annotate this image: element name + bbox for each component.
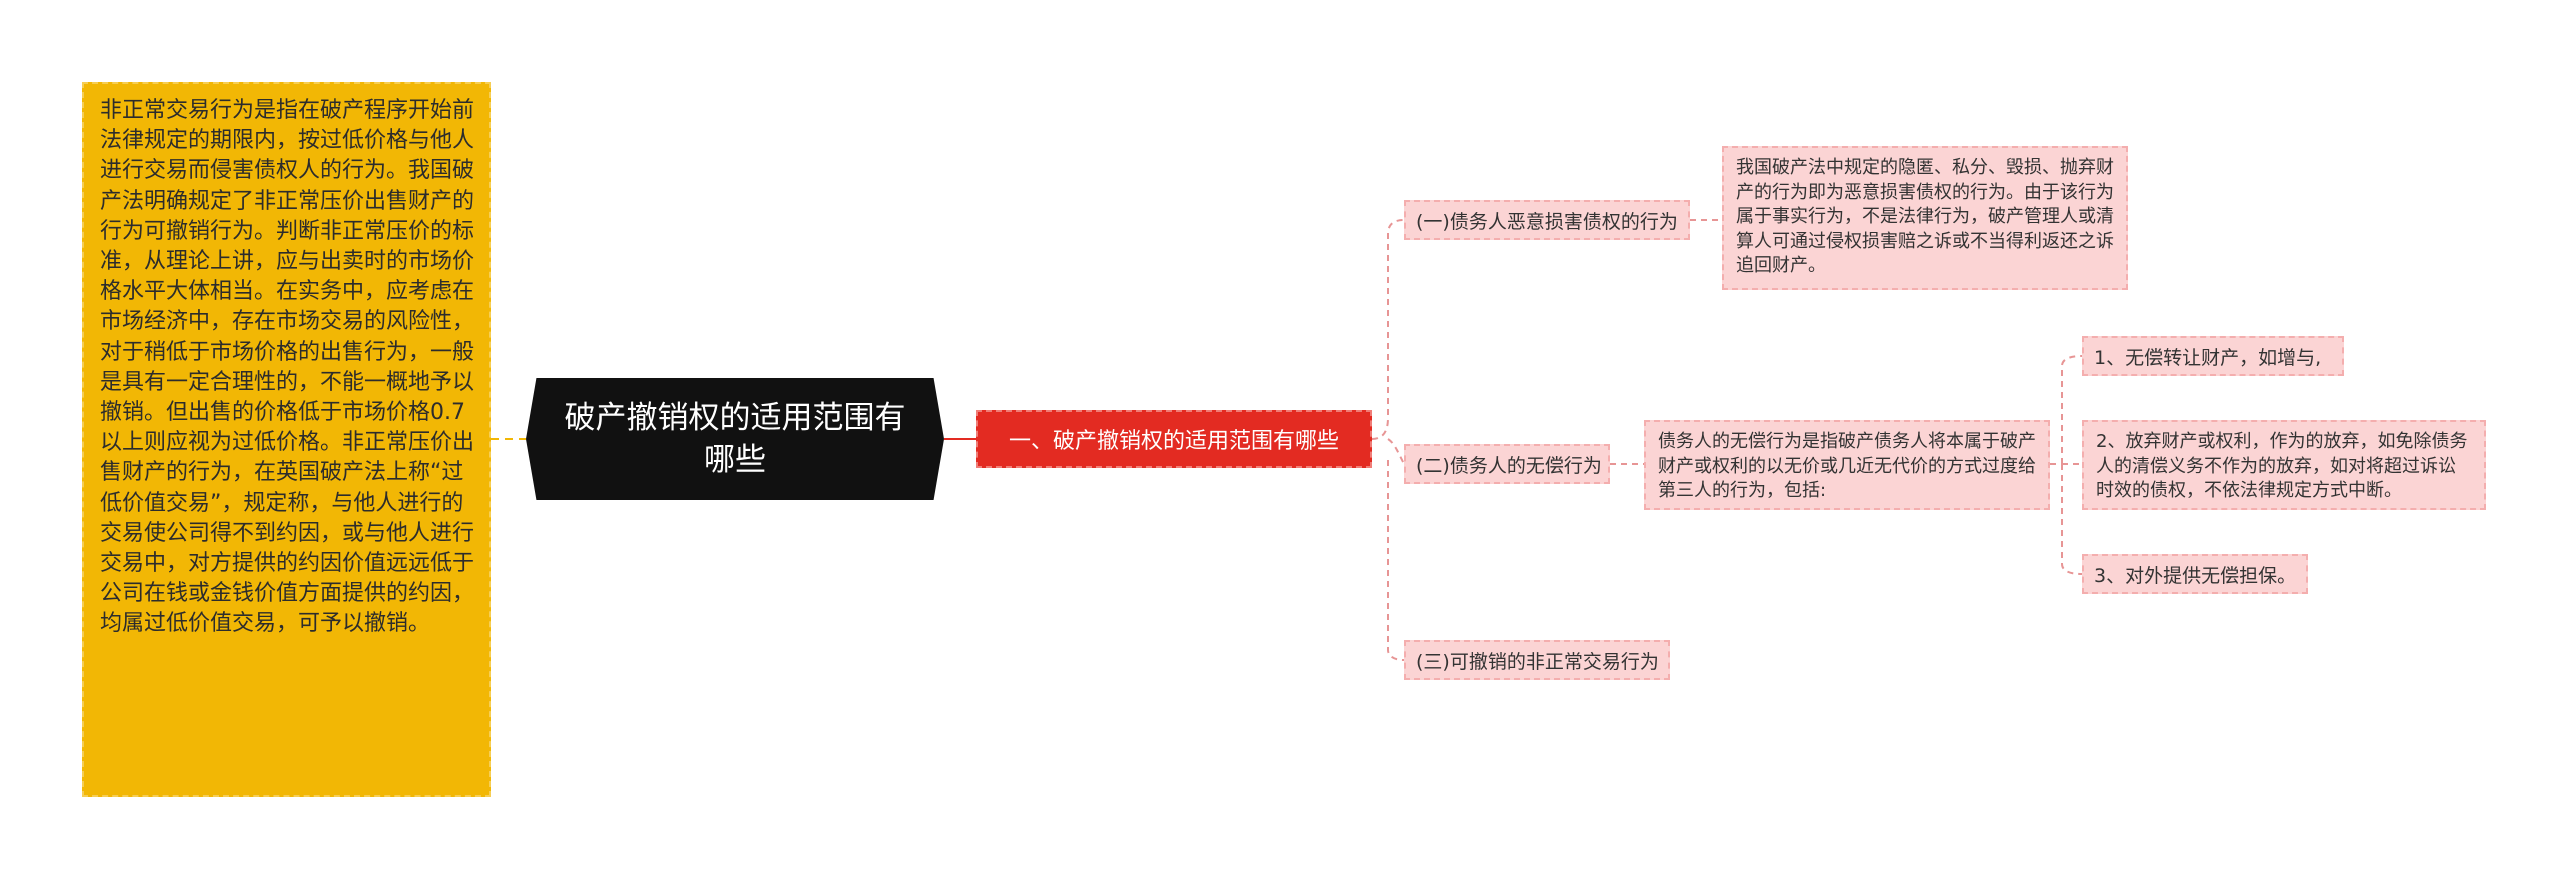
connector-topic-trunk [1371,219,1405,661]
connector-detail-to-items [2050,355,2083,575]
topic-label: 一、破产撤销权的适用范围有哪些 [1008,429,1339,454]
root-node[interactable]: 破产撤销权的适用范围有哪些 [526,378,944,500]
list-item-waiver[interactable]: 2、放弃财产或权利，作为的放弃，如免除债务人的清偿义务不作为的放弃，如对将超过诉… [2082,420,2486,510]
branch-detail-malicious-damage: 我国破产法中规定的隐匿、私分、毁损、抛弃财产的行为即为恶意损害债权的行为。由于该… [1722,146,2128,290]
topic-node[interactable]: 一、破产撤销权的适用范围有哪些 [976,410,1372,468]
branch-label: (三)可撤销的非正常交易行为 [1416,650,1659,673]
branch-detail-gratuitous-acts: 债务人的无偿行为是指破产债务人将本属于破产财产或权利的以无价或几近无代价的方式过… [1644,420,2050,510]
branch-label: (二)债务人的无偿行为 [1416,454,1602,477]
list-item-free-transfer[interactable]: 1、无偿转让财产，如增与, [2082,336,2344,376]
branch-node-malicious-damage[interactable]: (一)债务人恶意损害债权的行为 [1404,200,1690,240]
list-item-label: 1、无偿转让财产，如增与, [2094,346,2322,369]
root-title: 破产撤销权的适用范围有哪些 [564,400,906,478]
list-item-label: 3、对外提供无偿担保。 [2094,564,2297,587]
branch-node-gratuitous-acts[interactable]: (二)债务人的无偿行为 [1404,444,1610,484]
side-note: 非正常交易行为是指在破产程序开始前法律规定的期限内，按过低价格与他人进行交易而侵… [82,82,491,797]
branch-node-abnormal-transactions[interactable]: (三)可撤销的非正常交易行为 [1404,640,1670,680]
branch-label: (一)债务人恶意损害债权的行为 [1416,210,1678,233]
list-item-free-guarantee[interactable]: 3、对外提供无偿担保。 [2082,554,2308,594]
